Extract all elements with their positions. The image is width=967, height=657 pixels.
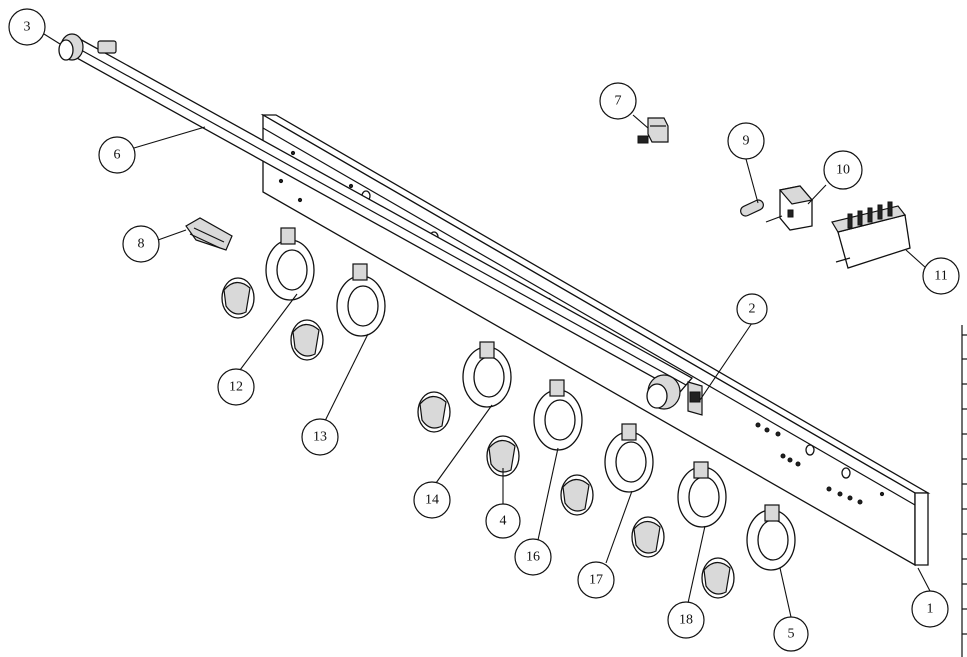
callout-12: 12 — [217, 368, 255, 406]
callout-16: 16 — [514, 538, 552, 576]
knob-e — [560, 474, 594, 516]
callout-17: 17 — [577, 561, 615, 599]
svg-text:13: 13 — [313, 430, 327, 445]
terminal-block — [831, 201, 911, 269]
svg-text:7: 7 — [615, 94, 622, 109]
callout-6: 6 — [98, 136, 136, 174]
svg-text:1: 1 — [927, 602, 934, 617]
svg-text:10: 10 — [836, 163, 850, 178]
knob-b — [290, 319, 324, 361]
callout-9: 9 — [727, 122, 765, 160]
callout-4: 4 — [485, 503, 521, 539]
svg-text:4: 4 — [500, 514, 507, 529]
svg-text:6: 6 — [114, 148, 121, 163]
knob-c — [417, 391, 451, 433]
bezel-18 — [677, 461, 727, 528]
bezel-16 — [533, 379, 583, 451]
tube-end-cap — [58, 33, 117, 61]
cable-clip — [185, 217, 233, 251]
callout-10: 10 — [823, 150, 863, 190]
knob-d — [486, 435, 520, 477]
bezel-5 — [746, 504, 796, 571]
knob-g — [701, 557, 735, 599]
svg-text:17: 17 — [589, 573, 603, 588]
svg-text:8: 8 — [138, 237, 145, 252]
callout-3: 3 — [8, 8, 46, 46]
svg-text:18: 18 — [679, 613, 693, 628]
svg-text:16: 16 — [526, 550, 540, 565]
callout-7: 7 — [599, 82, 637, 120]
callout-balloons: 1 2 3 4 5 6 7 8 9 10 11 12 13 14 16 17 1… — [8, 8, 960, 652]
callout-5: 5 — [773, 616, 809, 652]
callout-8: 8 — [122, 225, 160, 263]
tube-assembly — [58, 33, 703, 416]
tube-switch-housing — [646, 374, 703, 416]
leader-lines — [43, 33, 931, 618]
toggle-switch — [637, 117, 669, 144]
fuse — [740, 199, 764, 217]
callout-2: 2 — [736, 293, 768, 325]
callout-1: 1 — [911, 590, 949, 628]
svg-text:14: 14 — [425, 493, 439, 508]
callout-13: 13 — [301, 418, 339, 456]
callout-18: 18 — [667, 601, 705, 639]
table-frame-edge — [961, 325, 967, 657]
thermostat-switch — [765, 185, 814, 231]
svg-text:9: 9 — [743, 134, 750, 149]
bezel-17 — [604, 423, 654, 493]
callout-14: 14 — [413, 481, 451, 519]
bezel-13 — [336, 263, 386, 337]
svg-text:5: 5 — [788, 627, 795, 642]
svg-text:2: 2 — [749, 302, 756, 317]
svg-text:12: 12 — [229, 380, 243, 395]
bezel-14 — [462, 341, 512, 408]
bezel-12 — [265, 227, 315, 301]
svg-text:11: 11 — [934, 269, 947, 284]
knob-a — [221, 277, 255, 319]
svg-text:3: 3 — [24, 20, 31, 35]
knob-bezels — [265, 227, 796, 571]
callout-11: 11 — [922, 257, 960, 295]
knob-f — [631, 516, 665, 558]
control-knobs — [221, 277, 735, 599]
